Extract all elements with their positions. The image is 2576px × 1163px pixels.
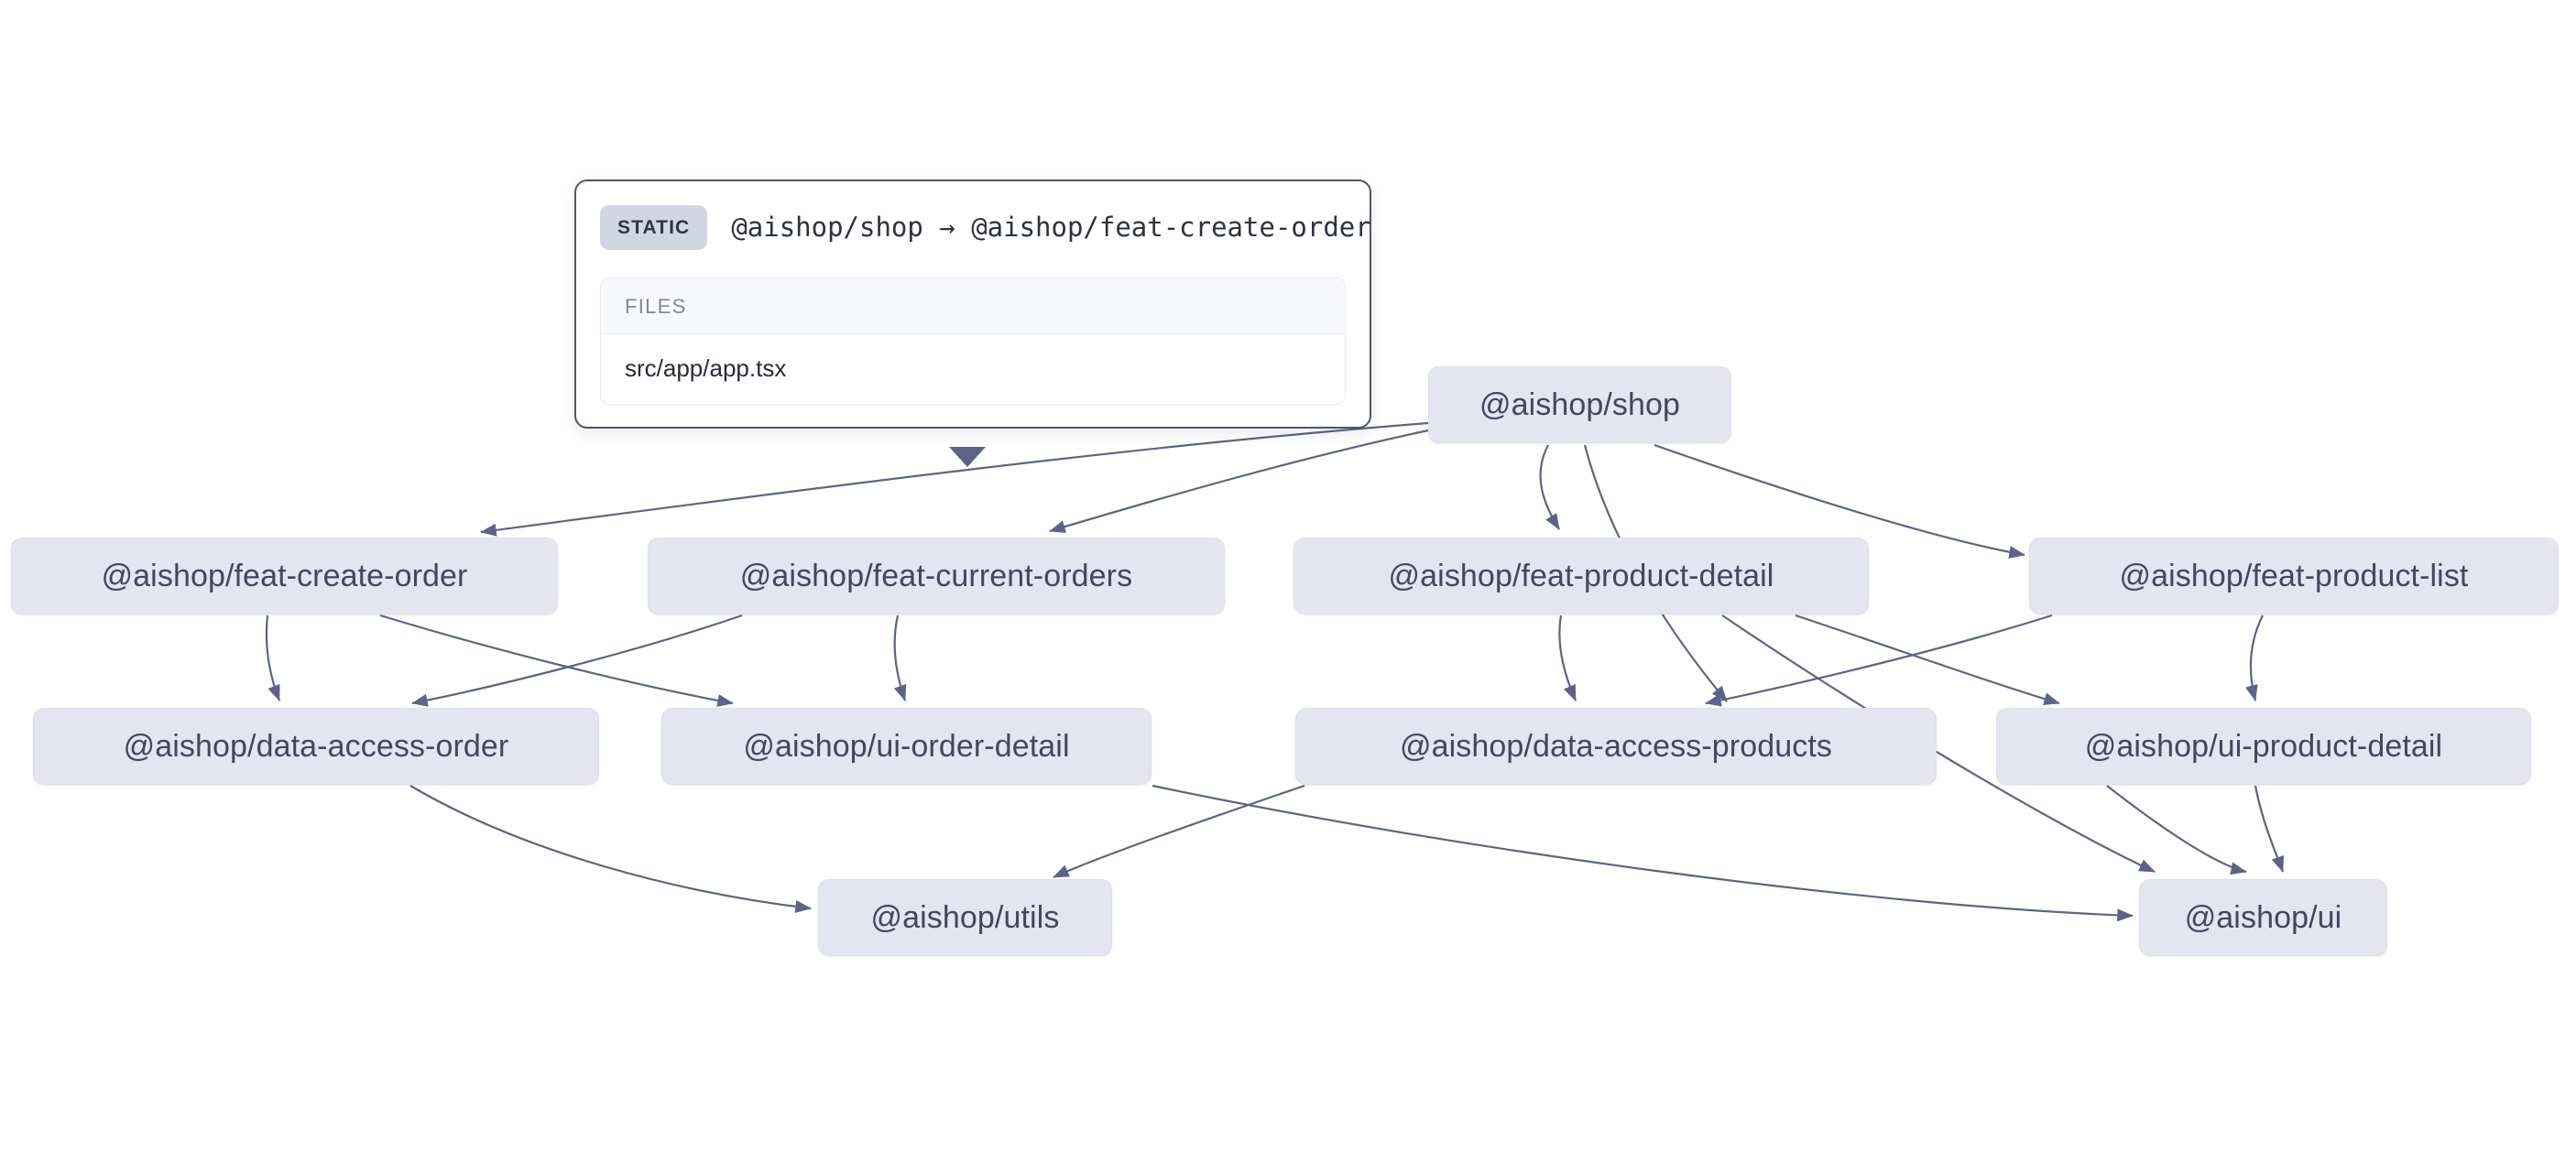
tooltip-header: STATIC @aishop/shop → @aishop/feat-creat…: [600, 201, 1371, 255]
graph-node-feat-create-order[interactable]: @aishop/feat-create-order: [11, 538, 558, 614]
graph-edge-shop-to-feat-create-order[interactable]: [480, 421, 1429, 537]
graph-edge-shop-to-feat-product-detail[interactable]: [1539, 444, 1560, 530]
files-section: FILES src/app/app.tsx: [600, 277, 1346, 405]
graph-node-ui-product-detail[interactable]: @aishop/ui-product-detail: [1996, 708, 2531, 785]
graph-edge-data-access-products-to-utils[interactable]: [1053, 784, 1305, 878]
graph-node-data-access-order[interactable]: @aishop/data-access-order: [33, 708, 599, 785]
graph-edge-feat-product-detail-to-data-access-products[interactable]: [1558, 614, 1577, 701]
graph-edge-feat-create-order-to-ui-order-detail[interactable]: [379, 614, 734, 707]
edge-detail-tooltip[interactable]: STATIC @aishop/shop → @aishop/feat-creat…: [574, 179, 1371, 429]
graph-node-label: @aishop/data-access-products: [1400, 729, 1832, 764]
graph-edge-data-access-order-to-utils[interactable]: [409, 785, 812, 914]
file-row[interactable]: src/app/app.tsx: [601, 334, 1345, 404]
graph-edge-feat-product-list-to-data-access-products[interactable]: [1705, 614, 2053, 707]
graph-edge-ui-product-detail-to-ui[interactable]: [2254, 785, 2285, 873]
graph-node-label: @aishop/feat-create-order: [101, 559, 468, 593]
graph-node-label: @aishop/feat-current-orders: [739, 559, 1133, 593]
graph-node-ui[interactable]: @aishop/ui: [2139, 879, 2387, 956]
graph-node-feat-product-list[interactable]: @aishop/feat-product-list: [2029, 538, 2559, 614]
graph-edge-feat-product-list-to-ui-product-detail[interactable]: [2244, 614, 2264, 701]
graph-edge-ui-order-detail-to-ui[interactable]: [1152, 784, 2134, 922]
graph-edge-shop-to-feat-current-orders[interactable]: [1049, 429, 1429, 533]
graph-edge-ui-product-detail-to-ui[interactable]: [2106, 785, 2247, 875]
graph-edge-feat-current-orders-to-ui-order-detail[interactable]: [893, 614, 907, 701]
graph-node-data-access-products[interactable]: @aishop/data-access-products: [1295, 708, 1937, 785]
graph-edge-feat-product-detail-to-ui-product-detail[interactable]: [1795, 614, 2060, 706]
graph-node-label: @aishop/data-access-order: [123, 729, 509, 764]
graph-node-ui-order-detail[interactable]: @aishop/ui-order-detail: [661, 708, 1152, 785]
graph-edge-feat-create-order-to-data-access-order[interactable]: [265, 614, 281, 701]
files-list: src/app/app.tsx: [601, 334, 1345, 404]
files-section-header: FILES: [601, 278, 1345, 334]
graph-node-label: @aishop/shop: [1479, 387, 1681, 422]
graph-node-label: @aishop/utils: [870, 900, 1060, 935]
graph-node-label: @aishop/feat-product-detail: [1388, 559, 1774, 593]
graph-edge-feat-current-orders-to-data-access-order[interactable]: [411, 614, 743, 707]
graph-node-label: @aishop/ui-product-detail: [2084, 729, 2443, 764]
tooltip-title: @aishop/shop → @aishop/feat-create-order: [731, 212, 1371, 243]
graph-node-shop[interactable]: @aishop/shop: [1428, 366, 1731, 443]
graph-node-label: @aishop/feat-product-list: [2119, 559, 2469, 593]
graph-node-utils[interactable]: @aishop/utils: [818, 879, 1112, 956]
graph-node-feat-product-detail[interactable]: @aishop/feat-product-detail: [1293, 538, 1869, 614]
graph-edges: [265, 421, 2285, 922]
static-badge: STATIC: [600, 205, 708, 250]
graph-node-feat-current-orders[interactable]: @aishop/feat-current-orders: [648, 538, 1225, 614]
graph-node-label: @aishop/ui: [2184, 900, 2342, 935]
graph-node-label: @aishop/ui-order-detail: [743, 729, 1070, 764]
tooltip-pointer-arrow: [949, 447, 986, 467]
